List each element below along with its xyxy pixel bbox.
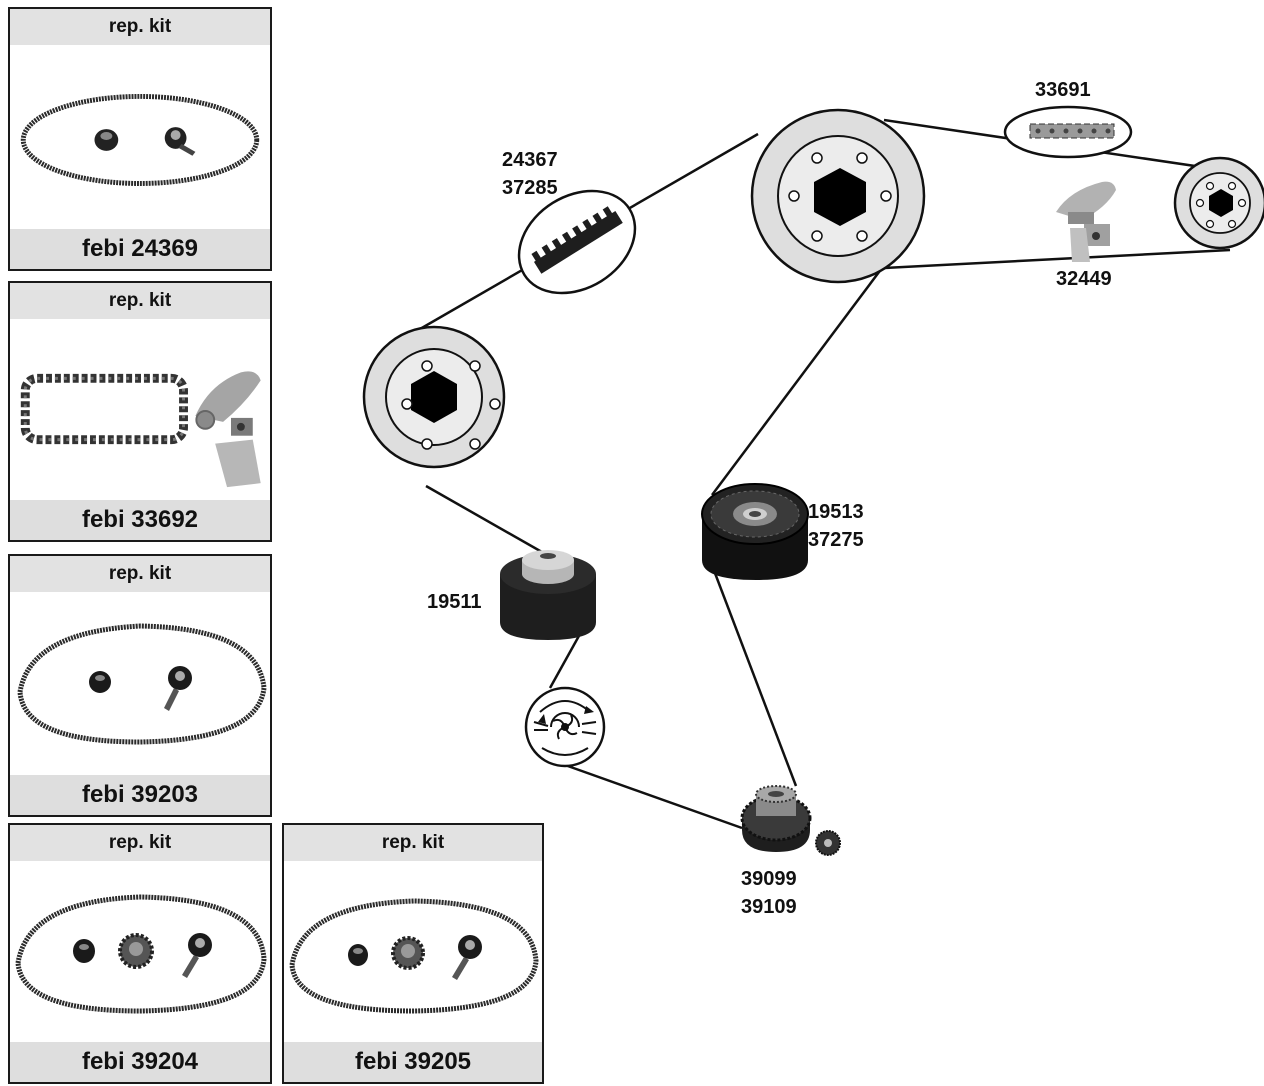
timing-belt-sprocket-kit-image — [10, 861, 270, 1042]
crankshaft-sprocket-number-2: 39109 — [741, 896, 797, 918]
timing-chain-number: 33691 — [1035, 79, 1091, 101]
kit-box-4: rep. kit febi 39204 — [8, 823, 272, 1084]
timing-belt-sprocket-kit-image — [284, 861, 542, 1042]
kit-part-number: febi 33692 — [10, 500, 270, 540]
timing-belt-number-2: 37285 — [502, 177, 558, 199]
kit-box-3: rep. kit febi 39203 — [8, 554, 272, 817]
deflection-pulley-number-1: 19513 — [808, 501, 864, 523]
camshaft-sprocket-right — [752, 110, 924, 282]
kit-header: rep. kit — [284, 825, 542, 861]
timing-chain-kit-image — [10, 319, 270, 500]
timing-belt-number-1: 24367 — [502, 149, 558, 171]
kit-header: rep. kit — [10, 283, 270, 319]
kit-header: rep. kit — [10, 9, 270, 45]
timing-belt-callout — [500, 170, 654, 314]
timing-belt-kit-image — [10, 45, 270, 229]
crankshaft-sprocket-image — [742, 786, 840, 855]
camshaft-sprocket-left — [364, 327, 504, 467]
kit-box-2: rep. kit febi 33692 — [8, 281, 272, 542]
kit-part-number: febi 39204 — [10, 1042, 270, 1082]
tensioner-pulley-number: 19511 — [427, 591, 482, 613]
kit-part-number: febi 39203 — [10, 775, 270, 815]
kit-part-number: febi 39205 — [284, 1042, 542, 1082]
chain-tensioner-image — [1056, 182, 1116, 262]
belt-lines — [394, 120, 1230, 828]
timing-chain-callout — [1005, 107, 1131, 157]
water-pump-icon — [526, 688, 604, 766]
deflection-pulley-number-2: 37275 — [808, 529, 864, 551]
deflection-pulley-image — [702, 484, 808, 580]
chain-tensioner-number: 32449 — [1056, 268, 1112, 290]
crankshaft-sprocket-number-1: 39099 — [741, 868, 797, 890]
kit-part-number: febi 24369 — [10, 229, 270, 269]
tensioner-pulley-image — [500, 550, 596, 640]
kit-header: rep. kit — [10, 556, 270, 592]
timing-belt-kit-image — [10, 592, 270, 775]
kit-box-1: rep. kit febi 24369 — [8, 7, 272, 271]
chain-sprocket — [1175, 158, 1264, 248]
kit-box-5: rep. kit febi 39205 — [282, 823, 544, 1084]
kit-header: rep. kit — [10, 825, 270, 861]
